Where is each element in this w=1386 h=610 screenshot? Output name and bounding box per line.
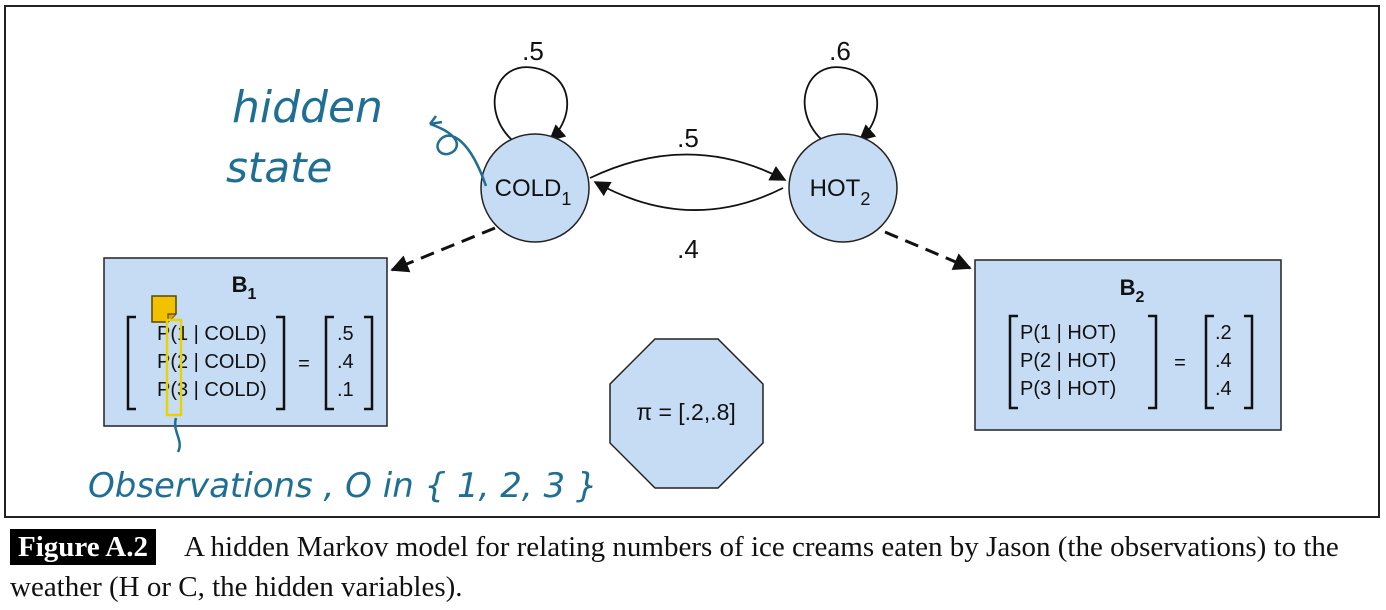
emission-box-b2: B2 P(1 | HOT) P(2 | HOT) P(3 | HOT) = .2… xyxy=(974,259,1282,431)
self-loop-hot xyxy=(803,66,879,142)
svg-text:COLD1: COLD1 xyxy=(495,175,572,209)
svg-text:B2: B2 xyxy=(1120,275,1145,306)
prob-cold-hot: .5 xyxy=(677,123,699,153)
b1-right-bracket-close xyxy=(364,315,374,411)
state-label-hot: HOT xyxy=(810,175,861,202)
b2-value-3: .4 xyxy=(1215,378,1232,400)
state-sub-cold: 1 xyxy=(561,189,571,209)
hidden-state-annotation: hidden state xyxy=(226,82,488,192)
annotation-curve-arrow xyxy=(429,122,488,187)
annotation-state: state xyxy=(226,143,332,192)
b1-right-bracket-open xyxy=(324,315,334,411)
b1-row-3: P(3 | COLD) xyxy=(157,379,267,401)
b1-sub: 1 xyxy=(247,286,256,303)
b2-row-1: P(1 | HOT) xyxy=(1020,322,1116,344)
initial-distribution-label: π = [.2,.8] xyxy=(636,399,736,425)
figure-label: Figure A.2 xyxy=(10,529,156,565)
observation-annotation-line xyxy=(173,417,181,453)
b2-right-bracket-close xyxy=(1244,314,1254,410)
b2-value-1: .2 xyxy=(1215,322,1232,344)
b1-value-2: .4 xyxy=(337,351,354,373)
state-sub-hot: 2 xyxy=(860,189,870,209)
b1-title: B xyxy=(232,272,248,297)
b2-row-3: P(3 | HOT) xyxy=(1020,378,1116,400)
b1-left-bracket-open xyxy=(126,315,136,411)
b2-title: B xyxy=(1120,275,1136,300)
b1-left-bracket-close xyxy=(276,315,286,411)
b2-row-2: P(2 | HOT) xyxy=(1020,350,1116,372)
annotation-arrow-head xyxy=(429,115,443,126)
arrow-cold-to-hot xyxy=(589,153,787,181)
emission-box-b1: B1 P(1 | COLD) P(2 | COLD) P(3 | COLD) =… xyxy=(103,257,388,427)
emission-arrow-cold xyxy=(390,226,496,273)
b1-equals: = xyxy=(298,353,310,375)
annotation-hidden: hidden xyxy=(232,82,383,133)
b1-row-1: P(1 | COLD) xyxy=(157,323,267,345)
b2-left-bracket-open xyxy=(1008,314,1018,410)
figure-caption-text: A hidden Markov model for relating numbe… xyxy=(10,531,1339,603)
b2-value-2: .4 xyxy=(1215,350,1232,372)
b2-right-bracket-open xyxy=(1204,314,1214,410)
arrow-hot-to-cold xyxy=(593,181,784,211)
svg-text:B1: B1 xyxy=(232,272,257,303)
prob-hot-hot: .6 xyxy=(829,36,851,66)
initial-distribution-octagon: π = [.2,.8] xyxy=(609,338,764,489)
state-node-cold: COLD1 xyxy=(480,133,590,243)
b2-left-bracket-close xyxy=(1148,314,1158,410)
sticky-note-icon[interactable] xyxy=(151,295,177,323)
state-label-cold: COLD xyxy=(495,175,562,202)
prob-cold-cold: .5 xyxy=(522,36,544,66)
b2-equals: = xyxy=(1174,352,1186,374)
svg-text:HOT2: HOT2 xyxy=(810,175,871,209)
observation-highlight xyxy=(165,318,183,417)
prob-hot-cold: .4 xyxy=(677,234,699,264)
emission-arrow-hot xyxy=(884,230,972,270)
b1-value-3: .1 xyxy=(337,379,354,401)
annotation-observations: Observations , O in { 1, 2, 3 } xyxy=(88,466,598,506)
b1-row-2: P(2 | COLD) xyxy=(157,351,267,373)
b2-sub: 2 xyxy=(1135,289,1144,306)
self-loop-cold xyxy=(493,66,569,142)
b1-value-1: .5 xyxy=(337,323,354,345)
state-node-hot: HOT2 xyxy=(788,133,898,243)
hmm-diagram: .5 .6 .5 .4 COLD1 HOT2 B1 P(1 | COLD) P(… xyxy=(4,5,1380,518)
